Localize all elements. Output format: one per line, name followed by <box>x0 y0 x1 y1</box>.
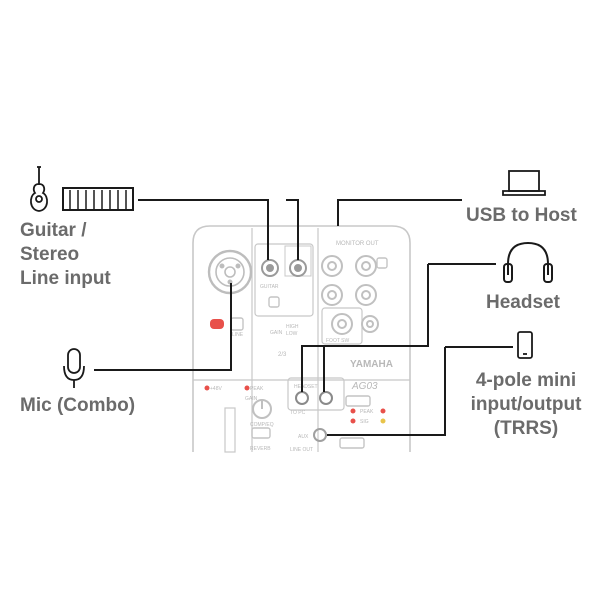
panel-switches <box>230 257 388 449</box>
trrs-cable-line <box>327 346 513 436</box>
guitar-cable-line <box>138 199 269 260</box>
reverb-text: REVERB <box>250 446 271 452</box>
headset-label: Headset <box>486 292 560 313</box>
aux-text: AUX <box>298 434 309 440</box>
microphone-icon <box>63 348 85 388</box>
keyboard-icon <box>62 187 134 211</box>
trrs-label-line-1: 4-pole mini <box>475 370 577 391</box>
headset-panel-text: HEADSET <box>294 384 318 390</box>
phantom-text: +48V <box>210 386 222 392</box>
trrs-label-line-3: (TRRS) <box>493 418 559 439</box>
two-three-text: 2/3 <box>278 352 287 358</box>
guitar-label-line-2: Stereo <box>20 244 80 265</box>
guitar-stereo-line-label: Guitar / Stereo Line input <box>20 219 111 291</box>
laptop-icon <box>502 170 546 196</box>
usb-cable-line <box>337 199 462 226</box>
line-input-jacks <box>261 259 307 277</box>
sig-text: SIG <box>360 419 369 425</box>
stereo-cable-line <box>286 199 299 260</box>
gain-knob-icon <box>252 399 272 419</box>
trrs-label-line-2: input/output <box>470 394 582 415</box>
usb-to-host-label: USB to Host <box>466 205 577 226</box>
guitar-small-text: GUITAR <box>260 284 279 290</box>
monitor-out-text: MONITOR OUT <box>336 241 379 247</box>
guitar-icon <box>30 166 48 212</box>
headset-cable-line <box>301 263 496 392</box>
led-indicators <box>204 319 386 424</box>
monitor-out-jacks <box>321 255 379 335</box>
low-text: LOW <box>286 331 298 337</box>
gain-text: GAIN <box>245 396 258 402</box>
high-text: HIGH <box>286 324 299 330</box>
trrs-label: 4-pole mini input/output (TRRS) <box>460 369 592 441</box>
foot-sw-text: FOOT SW <box>326 338 350 344</box>
gain-low-text: GAIN <box>270 330 283 336</box>
headphones-icon <box>503 241 553 283</box>
mic-combo-label: Mic (Combo) <box>20 395 136 416</box>
connection-lines <box>94 199 513 436</box>
to-pc-text: TO PC <box>290 410 306 416</box>
panel-text: MONITOR OUT YAMAHA AG03 +48V PEAK GAIN C… <box>210 241 393 453</box>
brand-text: YAMAHA <box>350 359 393 370</box>
line-out-text: LINE OUT <box>290 447 313 453</box>
model-text: AG03 <box>351 381 378 392</box>
guitar-label-line-3: Line input <box>20 268 111 289</box>
guitar-label-line-1: Guitar / <box>20 220 87 241</box>
mixer-panel <box>192 225 411 453</box>
line-text: LINE <box>232 332 244 338</box>
smartphone-icon <box>517 331 533 359</box>
mic-cable-line <box>94 283 232 371</box>
comp-eq-text: COMP/EQ <box>250 422 274 428</box>
peak-text: PEAK <box>250 386 264 392</box>
peak-text-2: PEAK <box>360 409 374 415</box>
